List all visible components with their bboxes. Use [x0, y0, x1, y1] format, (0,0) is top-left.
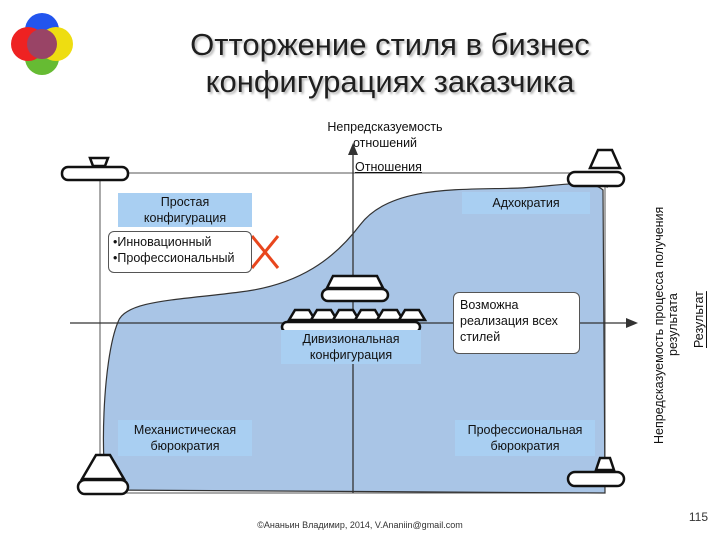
quadrant-professional-bureaucracy: Профессиональная бюрократия: [455, 420, 595, 456]
quadrant-divisional-configuration: Дивизиональная конфигурация: [281, 330, 421, 364]
quadrant-adhocracy: Адхократия: [462, 192, 590, 214]
knob-icon-bottom-left: [76, 453, 130, 496]
quadrant-machine-bureaucracy: Механистическая бюрократия: [118, 420, 252, 456]
footer-credit: ©Ананьин Владимир, 2014, V.Ananiin@gmail…: [257, 520, 463, 530]
rejected-style-item: •Инновационный: [113, 235, 212, 249]
quadrant-simple-configuration: Простая конфигурация: [118, 193, 252, 227]
top-axis-sublabel: Отношения: [355, 160, 422, 174]
right-axis-label: Непредсказуемость процесса получения рез…: [652, 206, 680, 444]
top-axis-label: Непредсказуемость отношений: [327, 120, 443, 150]
logo-circle-center: [27, 29, 57, 59]
rejection-cross-icon: [250, 235, 280, 269]
vertical-axis-arrow: [348, 143, 358, 155]
knob-icon-top-left: [60, 156, 130, 182]
right-axis-sublabel: Результат: [692, 291, 706, 349]
knob-icon-top-right: [566, 148, 626, 188]
logo: [11, 13, 73, 75]
horizontal-axis-arrow: [626, 318, 638, 328]
possible-note-callout: Возможна реализация всех стилей: [453, 292, 580, 354]
page-number: 115: [688, 510, 708, 524]
rejected-styles-callout: •Инновационный •Профессиональный: [108, 231, 252, 273]
rejected-style-item: •Профессиональный: [113, 251, 235, 265]
page-title: Отторжение стиля в бизнес конфигурациях …: [190, 27, 590, 99]
knob-icon-bottom-right: [566, 456, 626, 488]
